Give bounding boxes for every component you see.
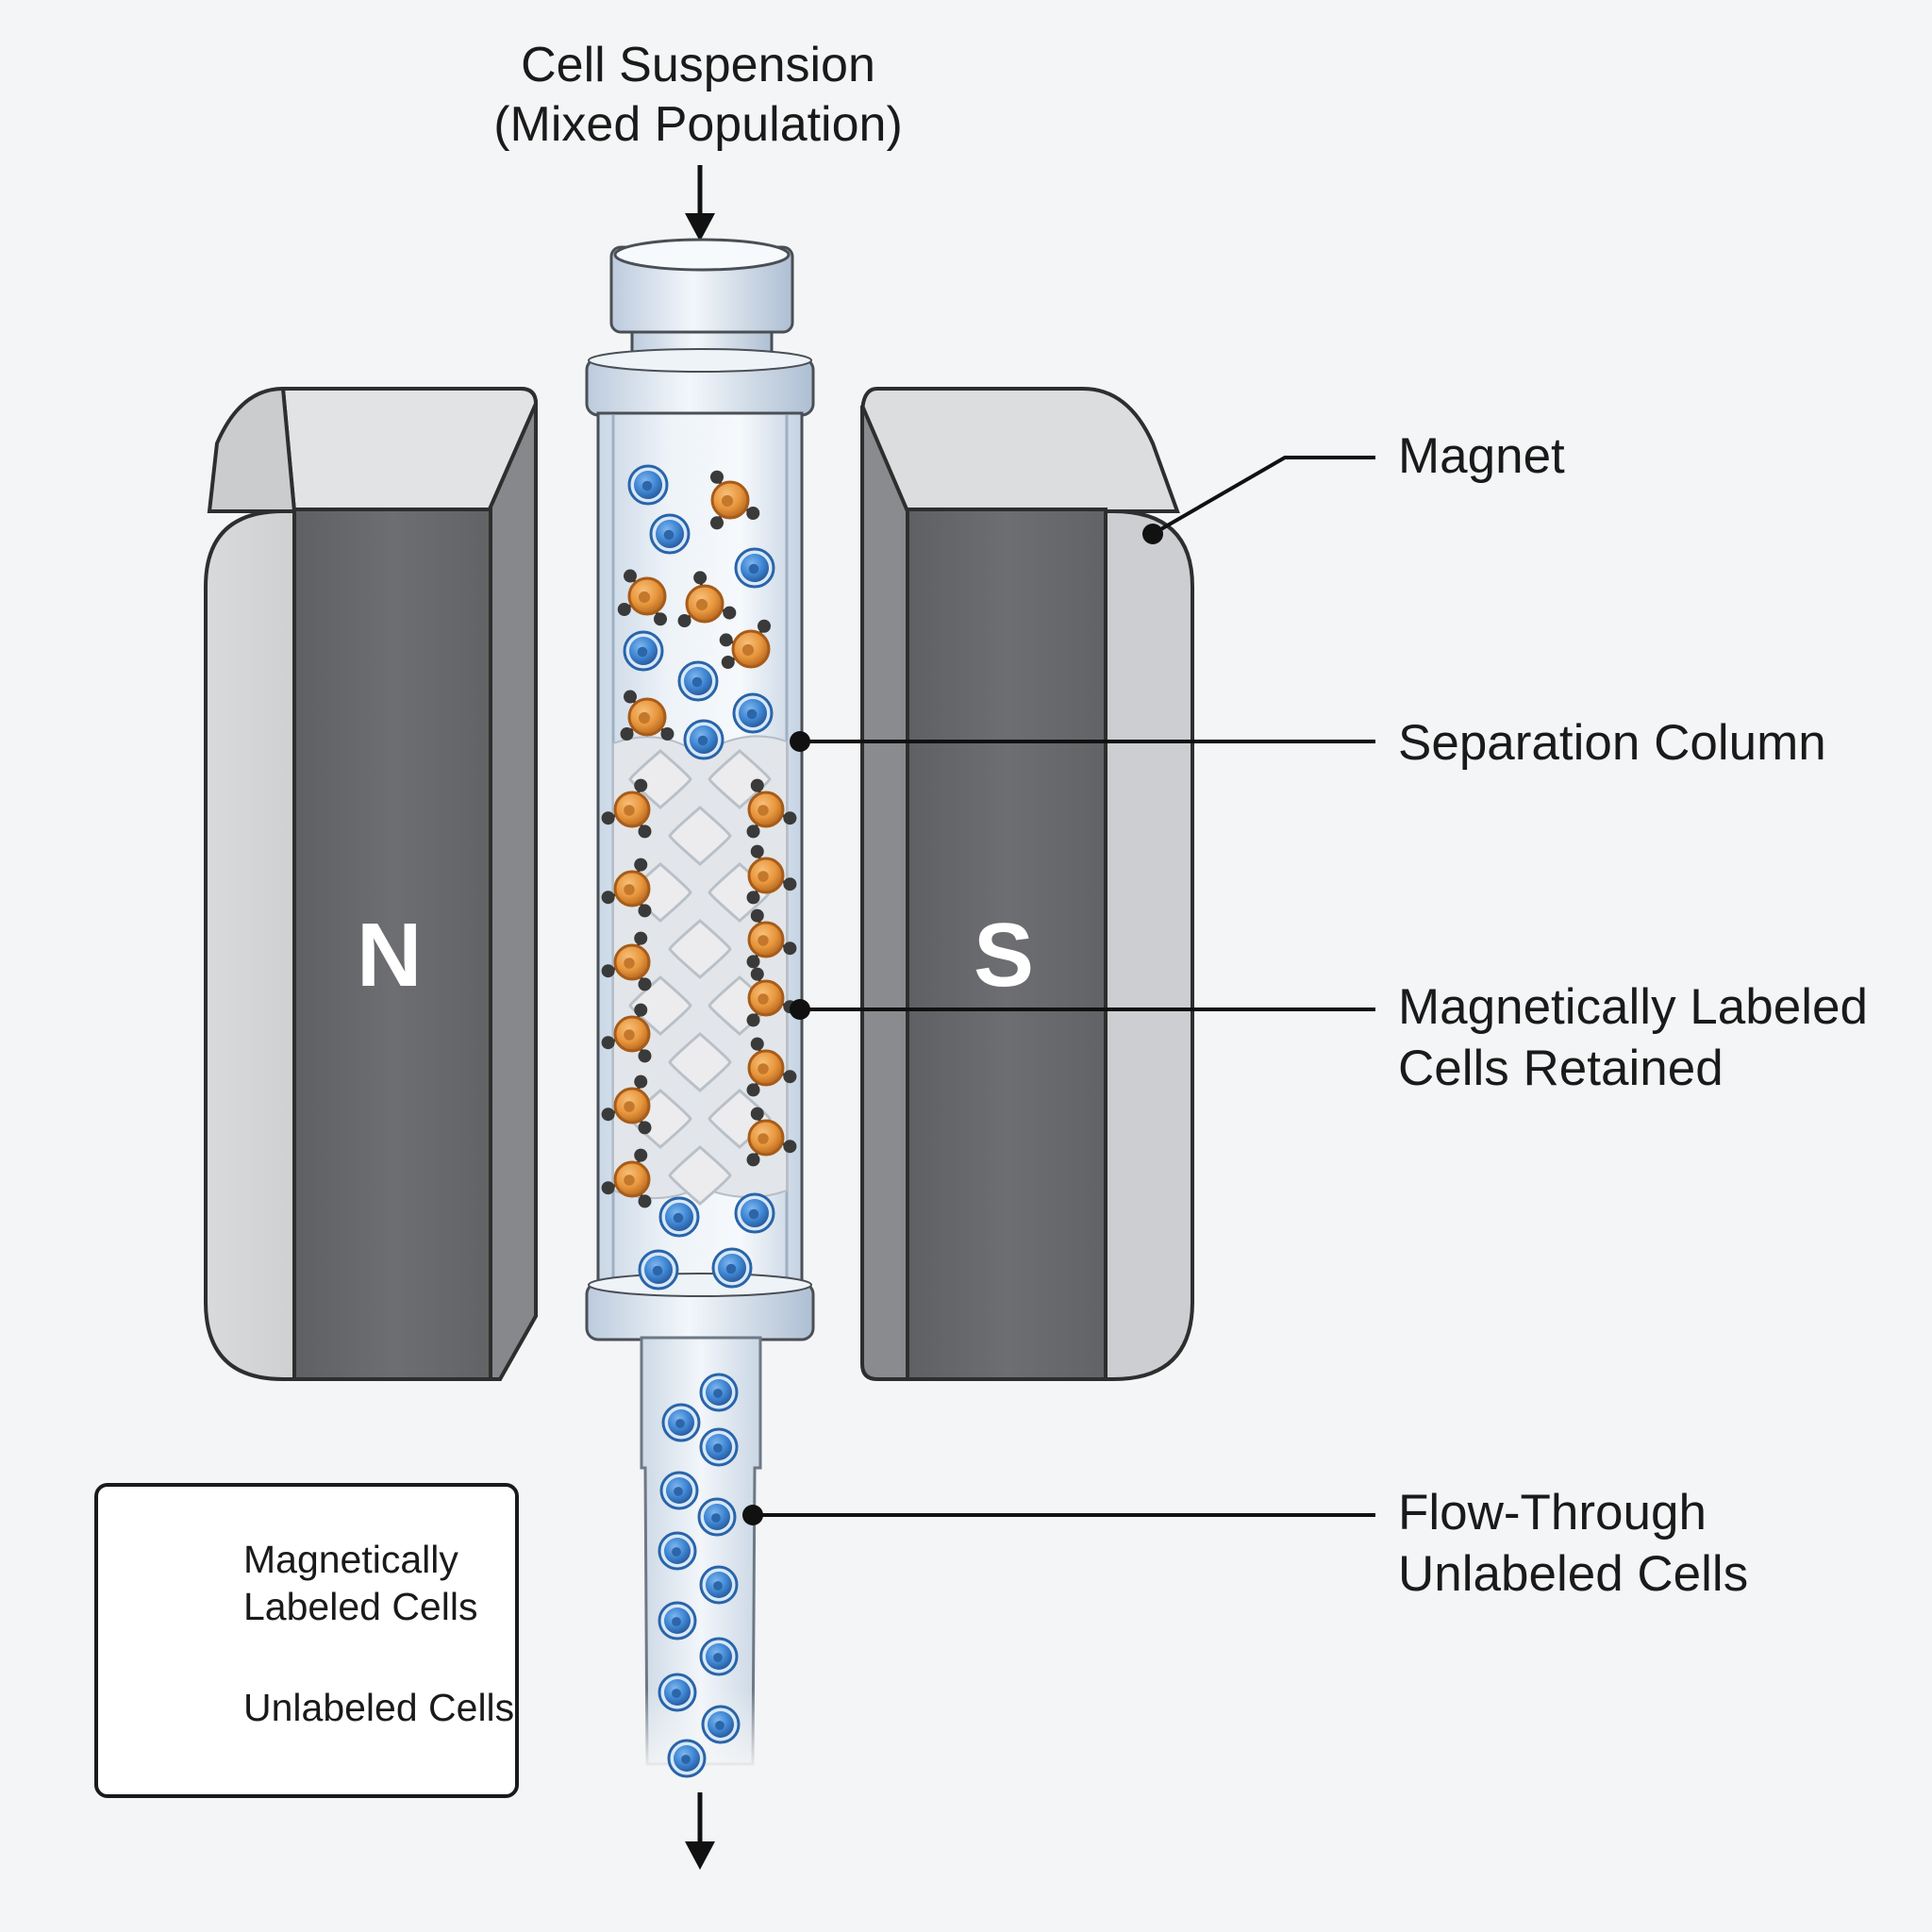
legend-unlabeled-text: Unlabeled Cells [243,1686,515,1729]
unlabeled-cell [699,1427,739,1467]
labeled-cell [617,569,667,626]
unlabeled-cell [623,630,664,672]
leader-magnet [1142,456,1375,544]
labeled-cell [620,690,675,741]
unlabeled-cell [677,660,719,702]
callout-flow-through: Flow-Through Unlabeled Cells [1398,1483,1748,1605]
labeled-cell [746,844,797,905]
callout-retained-line1: Magnetically Labeled [1398,979,1868,1035]
unlabeled-cell [661,1403,701,1442]
magnet-north [204,386,539,1381]
magnet-south [859,387,1194,1381]
output-arrow [685,1792,715,1870]
unlabeled-cell [649,513,691,555]
labeled-cell [601,931,652,991]
labeled-cell [710,470,760,530]
legend-labeled-text: Magnetically Labeled Cells [243,1536,477,1630]
input-label: Cell Suspension (Mixed Population) [443,36,953,156]
leader-retained [790,999,1375,1020]
unlabeled-cell [683,719,724,760]
labeled-cell [601,1074,652,1135]
north-pole-label: N [357,905,423,1006]
callout-magnet: Magnet [1398,428,1565,484]
unlabeled-cell [734,1192,775,1234]
labeled-cell [746,967,797,1027]
labeled-cell [601,1003,652,1063]
unlabeled-cell [638,1249,679,1291]
labeled-cell [601,778,652,839]
unlabeled-cell [734,547,775,589]
unlabeled-cell [699,1373,739,1412]
labeled-cell [746,1037,797,1097]
callout-flow-line2: Unlabeled Cells [1398,1545,1749,1602]
unlabeled-cell [699,1565,739,1605]
unlabeled-cell [711,1247,753,1289]
south-pole-label: S [974,905,1035,1006]
matrix-cell [628,749,692,809]
labeled-cell [746,1107,797,1167]
unlabeled-cell [658,1531,697,1571]
legend [94,1483,519,1798]
labeled-cell [601,1148,652,1208]
unlabeled-cell [658,1196,700,1238]
labeled-cell [746,908,797,969]
matrix-cell [708,749,772,809]
cells-layer [601,464,797,1778]
callout-retained-line2: Cells Retained [1398,1040,1724,1096]
unlabeled-cell [658,1673,697,1712]
labeled-cell [719,619,771,669]
unlabeled-cell [732,692,774,734]
unlabeled-cell [659,1471,699,1510]
input-label-line2: (Mixed Population) [493,97,903,153]
callout-column: Separation Column [1398,715,1826,771]
input-label-line1: Cell Suspension [521,38,875,92]
labeled-cell [677,571,737,627]
leader-column [790,731,1375,752]
labeled-cell [746,778,797,839]
callout-retained: Magnetically Labeled Cells Retained [1398,977,1868,1099]
leader-flow-through [742,1505,1375,1525]
matrix-cell [668,919,732,979]
legend-labeled-line1: Magnetically [243,1538,458,1581]
input-arrow [685,165,715,242]
labeled-cell [601,858,652,918]
unlabeled-cell [658,1601,697,1641]
unlabeled-cell [699,1637,739,1676]
unlabeled-cell [667,1739,707,1778]
matrix-cell [668,1032,732,1092]
matrix-cell [628,975,692,1036]
unlabeled-cell [701,1705,741,1744]
unlabeled-cell [627,464,669,506]
callout-flow-line1: Flow-Through [1398,1485,1707,1541]
matrix-cell [668,1145,732,1206]
legend-labeled-line2: Labeled Cells [243,1585,478,1629]
matrix-cell [668,806,732,866]
unlabeled-cell [697,1497,737,1537]
